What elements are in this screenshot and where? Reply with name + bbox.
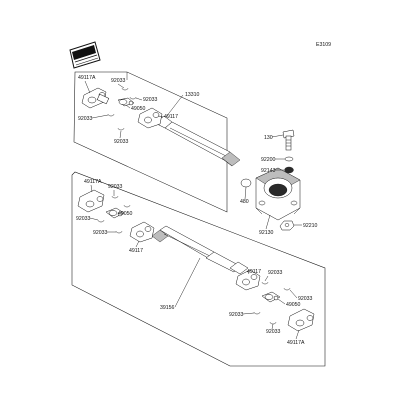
circlip-lower-7: [253, 311, 261, 315]
label-39156: 39156: [160, 305, 175, 311]
assembly-frame-lower: [71, 171, 326, 367]
washer-92200: [284, 156, 294, 162]
label-92033-l1: 92033: [108, 184, 123, 190]
yoke-49117A-upper: [81, 87, 110, 109]
circlip-lower-5: [261, 281, 269, 285]
label-49050-lower-right: 49050: [286, 302, 301, 308]
bolt-130: [282, 129, 295, 151]
label-92200: 92200: [261, 157, 276, 163]
label-92210: 92210: [303, 223, 318, 229]
label-49117A-lower-right: 49117A: [287, 340, 305, 346]
label-92033-u1: 92033: [111, 78, 126, 84]
label-130: 130: [264, 135, 273, 141]
label-92033-u2: 92033: [143, 97, 158, 103]
label-92033-l6: 92033: [229, 312, 244, 318]
label-480: 480: [240, 199, 249, 205]
assembly-frame-upper: [73, 71, 228, 213]
label-92033-l3: 92033: [93, 230, 108, 236]
bearing-housing-92130: [255, 167, 301, 221]
cross-joint-49050-lower-left: [105, 207, 125, 219]
circlip-lower-8: [269, 321, 277, 325]
diagram-code: E3109: [316, 42, 331, 48]
label-13310: 13310: [185, 92, 200, 98]
circlip-lower-4: [115, 230, 123, 234]
label-49117A-lower-left: 49117A: [84, 179, 102, 185]
cross-joint-49050-lower-right: [261, 291, 281, 303]
yoke-49117A-lower-left: [77, 189, 105, 213]
yoke-49117A-lower-right: [287, 308, 315, 332]
circlip-upper-4: [117, 127, 125, 131]
yoke-49117-upper: [137, 107, 163, 129]
label-92033-u3: 92033: [78, 116, 93, 122]
label-49117-upper: 49117: [164, 114, 178, 120]
label-92143: 92143: [261, 168, 276, 174]
nut-92210: [279, 220, 295, 231]
yoke-49117-lower-right: [235, 269, 261, 291]
label-49117-lower-right: 49117: [247, 269, 261, 275]
label-92033-l5: 92033: [298, 296, 313, 302]
label-92033-l7: 92033: [266, 329, 281, 335]
label-49050-lower-left: 49050: [118, 211, 133, 217]
drive-shaft-lower: [151, 225, 249, 275]
label-92130: 92130: [259, 230, 274, 236]
circlip-upper-1: [121, 87, 129, 91]
label-49050-upper: 49050: [131, 106, 146, 112]
label-49117A-upper: 49117A: [78, 75, 96, 81]
circlip-upper-3: [107, 113, 115, 117]
label-92033-l2: 92033: [76, 216, 91, 222]
label-92033-u4: 92033: [114, 139, 129, 145]
o-ring-480: [240, 178, 252, 188]
cross-joint-49050-upper: [117, 97, 135, 107]
collar-92143: [284, 166, 294, 174]
book-icon: [69, 41, 101, 69]
circlip-lower-3: [97, 219, 105, 223]
yoke-49117-lower-left: [129, 221, 155, 243]
circlip-lower-6: [283, 287, 291, 291]
label-49117-lower-left: 49117: [129, 248, 143, 254]
label-92033-l4: 92033: [268, 270, 283, 276]
circlip-lower-2: [123, 204, 131, 208]
circlip-upper-2: [129, 96, 137, 100]
circlip-lower-1: [111, 195, 119, 199]
